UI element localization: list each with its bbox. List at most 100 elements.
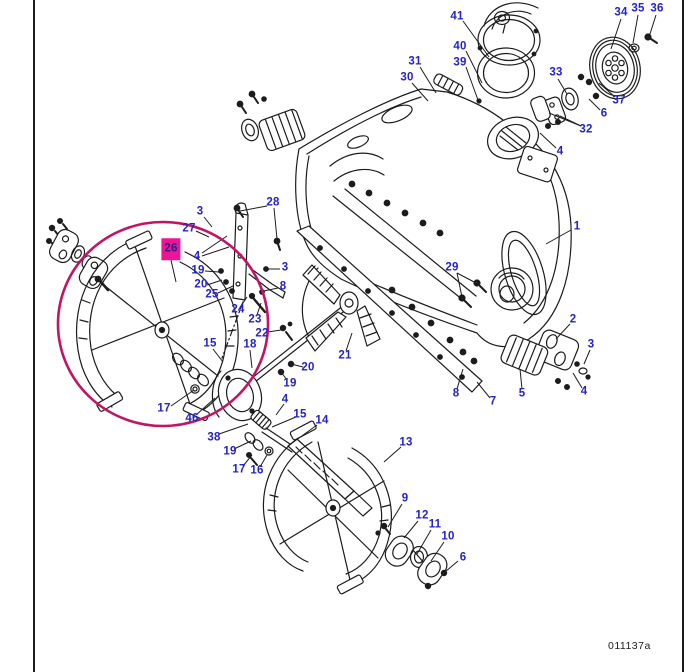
part-callout-19[interactable]: 19: [223, 445, 237, 458]
leader-line: [403, 520, 419, 539]
leader-line: [206, 279, 223, 286]
leader-line: [204, 270, 220, 273]
part-callout-6[interactable]: 6: [459, 551, 467, 564]
part-callout-12[interactable]: 12: [415, 509, 429, 522]
leader-line: [249, 349, 253, 369]
part-callout-36[interactable]: 36: [650, 2, 664, 15]
leader-line: [201, 246, 230, 257]
part-callout-32[interactable]: 32: [579, 123, 593, 136]
leader-line: [430, 541, 445, 562]
part-callout-21[interactable]: 21: [338, 349, 352, 362]
part-callout-3[interactable]: 3: [281, 261, 289, 274]
leader-line: [456, 368, 464, 390]
leader-line: [242, 454, 253, 467]
part-callout-5[interactable]: 5: [518, 387, 526, 400]
leader-line: [387, 503, 403, 528]
leader-line: [259, 454, 268, 468]
part-callout-17[interactable]: 17: [232, 463, 246, 476]
part-callout-8[interactable]: 8: [452, 387, 460, 400]
part-callout-26-highlighted[interactable]: 26: [161, 238, 181, 260]
leader-line: [273, 207, 278, 240]
leader-line: [648, 14, 657, 38]
part-callout-30[interactable]: 30: [400, 71, 414, 84]
part-callout-15[interactable]: 15: [203, 337, 217, 350]
part-callout-10[interactable]: 10: [441, 530, 455, 543]
leader-line: [462, 20, 490, 58]
part-callout-3[interactable]: 3: [196, 205, 204, 218]
leader-line: [290, 363, 304, 368]
leader-line: [240, 296, 248, 307]
part-callout-19[interactable]: 19: [283, 377, 297, 390]
leader-line: [256, 302, 262, 316]
part-callout-25[interactable]: 25: [205, 288, 219, 301]
part-callout-33[interactable]: 33: [549, 66, 563, 79]
part-callout-16[interactable]: 16: [250, 464, 264, 477]
part-callout-41[interactable]: 41: [450, 10, 464, 23]
part-callout-27[interactable]: 27: [182, 222, 196, 235]
part-callout-20[interactable]: 20: [301, 361, 315, 374]
leader-line: [275, 403, 285, 416]
skid-shoes-art: [500, 329, 591, 391]
leader-line: [456, 272, 477, 284]
leader-line: [456, 272, 463, 298]
part-callout-3[interactable]: 3: [587, 338, 595, 351]
part-callout-9[interactable]: 9: [401, 492, 409, 505]
leader-line: [212, 348, 224, 363]
part-callout-11[interactable]: 11: [428, 518, 442, 531]
leader-line: [598, 82, 616, 98]
part-callout-28[interactable]: 28: [266, 196, 280, 209]
part-callout-1[interactable]: 1: [573, 220, 581, 233]
diagram-id: 011137a: [608, 640, 651, 652]
leader-line: [271, 416, 297, 428]
part-callout-38[interactable]: 38: [207, 431, 221, 444]
part-callout-18[interactable]: 18: [243, 338, 257, 351]
left-auger-art: [76, 230, 239, 422]
leader-line: [610, 18, 622, 50]
part-callout-39[interactable]: 39: [453, 56, 467, 69]
part-callout-34[interactable]: 34: [614, 6, 628, 19]
part-callout-14[interactable]: 14: [315, 414, 329, 427]
leader-line: [519, 368, 523, 390]
part-callout-4[interactable]: 4: [556, 145, 564, 158]
part-callout-23[interactable]: 23: [248, 313, 262, 326]
part-callout-37[interactable]: 37: [612, 94, 626, 107]
part-callout-31[interactable]: 31: [408, 55, 422, 68]
leader-line: [583, 349, 591, 365]
leader-line: [383, 446, 402, 463]
part-callout-17[interactable]: 17: [157, 402, 171, 415]
leader-line: [345, 332, 353, 352]
part-callout-22[interactable]: 22: [255, 327, 269, 340]
leader-line: [545, 229, 572, 245]
part-callout-7[interactable]: 7: [489, 395, 497, 408]
leader-line: [548, 112, 582, 127]
part-callout-46[interactable]: 46: [185, 412, 199, 425]
part-callout-2[interactable]: 2: [569, 313, 577, 326]
leader-line: [195, 230, 210, 238]
part-callout-20[interactable]: 20: [194, 278, 208, 291]
part-callout-40[interactable]: 40: [453, 40, 467, 53]
part-callout-13[interactable]: 13: [399, 436, 413, 449]
leader-line: [170, 389, 195, 407]
part-callout-4[interactable]: 4: [193, 250, 201, 263]
leader-line: [444, 560, 459, 573]
part-callout-19[interactable]: 19: [191, 264, 205, 277]
leader-line: [217, 285, 234, 294]
leader-line: [195, 397, 216, 416]
part-callout-15[interactable]: 15: [293, 408, 307, 421]
part-callout-29[interactable]: 29: [445, 261, 459, 274]
bottom-hardware-art: [375, 522, 448, 590]
part-callout-8[interactable]: 8: [279, 280, 287, 293]
leader-line: [239, 205, 268, 212]
part-callout-6[interactable]: 6: [600, 107, 608, 120]
part-callout-4[interactable]: 4: [580, 385, 588, 398]
part-callout-24[interactable]: 24: [231, 303, 245, 316]
leader-line: [287, 424, 318, 447]
leader-line: [557, 78, 568, 95]
part-callout-35[interactable]: 35: [631, 2, 645, 15]
part-callout-4[interactable]: 4: [281, 393, 289, 406]
leader-line: [233, 440, 252, 450]
